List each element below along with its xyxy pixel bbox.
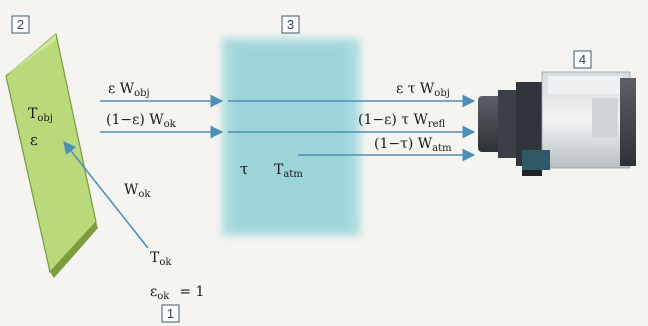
object-plate — [5, 32, 98, 278]
marker-1: 1 — [161, 304, 180, 323]
atmosphere-temperature-label: Tatm — [274, 162, 303, 180]
atmosphere-region — [222, 38, 360, 236]
marker-2: 2 — [11, 15, 30, 34]
marker-3: 3 — [281, 15, 300, 34]
thermal-camera-icon — [478, 71, 636, 176]
beam-arrows — [63, 94, 476, 249]
beam-1-left-label: ε Wobj — [108, 81, 150, 99]
atmosphere-transmission-label: τ — [240, 160, 248, 178]
object-temperature-label: Tobj — [28, 106, 53, 124]
marker-4: 4 — [573, 50, 592, 69]
surroundings-arrow — [63, 140, 149, 249]
svg-text:3: 3 — [287, 17, 294, 32]
surroundings-emissivity-label: εok= 1 — [150, 284, 204, 302]
beam-3-right-label: (1−τ) Watm — [374, 136, 452, 154]
svg-text:1: 1 — [167, 306, 174, 321]
beam-2-right-label: (1−ε) τ Wrefl — [358, 112, 446, 130]
beam-2-left-label: (1−ε) Wok — [106, 112, 177, 130]
beam-1-right-label: ε τ Wobj — [396, 81, 450, 99]
surroundings-radiation-label: Wok — [124, 182, 151, 200]
svg-text:4: 4 — [579, 52, 586, 67]
svg-text:2: 2 — [17, 17, 24, 32]
surroundings-temperature-label: Tok — [150, 250, 172, 268]
object-emissivity-label: ε — [30, 131, 38, 149]
